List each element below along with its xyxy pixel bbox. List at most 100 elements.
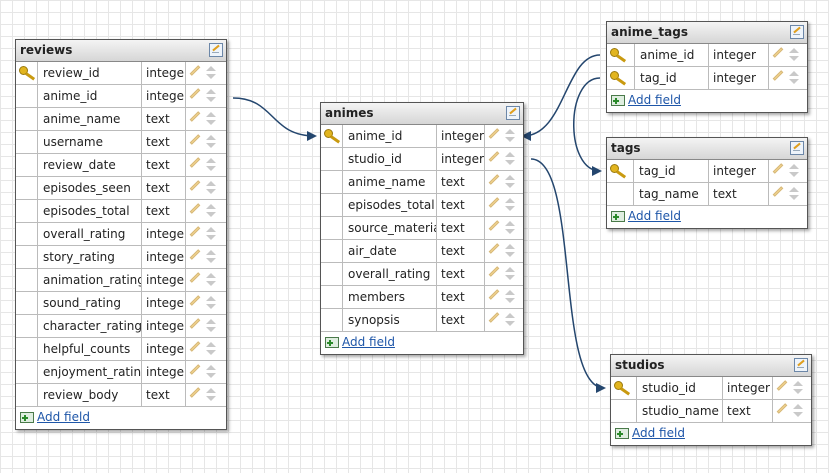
field-name[interactable]: episodes_total	[343, 194, 437, 216]
edit-field-icon[interactable]	[488, 266, 500, 277]
edit-field-icon[interactable]	[772, 70, 784, 81]
edit-field-icon[interactable]	[488, 174, 500, 185]
reorder-icon[interactable]	[206, 388, 216, 402]
edit-table-icon[interactable]	[790, 25, 804, 39]
edit-field-icon[interactable]	[772, 163, 784, 174]
reorder-icon[interactable]	[789, 71, 799, 85]
reorder-icon[interactable]	[505, 267, 515, 281]
edit-field-icon[interactable]	[488, 220, 500, 231]
table-header[interactable]: animes	[321, 103, 523, 125]
edit-field-icon[interactable]	[488, 289, 500, 300]
field-name[interactable]: air_date	[343, 240, 437, 262]
field-name[interactable]: story_rating	[38, 246, 142, 268]
edit-table-icon[interactable]	[794, 358, 808, 372]
field-name[interactable]: synopsis	[343, 309, 437, 331]
field-type[interactable]: text	[142, 131, 186, 153]
field-type[interactable]: integer	[437, 148, 485, 170]
add-field-icon[interactable]	[20, 412, 34, 423]
edit-field-icon[interactable]	[189, 249, 201, 260]
add-field-link[interactable]: Add field	[632, 426, 685, 440]
field-name[interactable]: character_rating	[38, 315, 142, 337]
field-name[interactable]: anime_name	[38, 108, 142, 130]
field-name[interactable]: tag_id	[634, 160, 709, 182]
edit-field-icon[interactable]	[772, 186, 784, 197]
field-type[interactable]: text	[437, 240, 485, 262]
table-header[interactable]: tags	[607, 138, 807, 160]
reorder-icon[interactable]	[793, 404, 803, 418]
edit-field-icon[interactable]	[189, 180, 201, 191]
field-type[interactable]: integer	[709, 160, 769, 182]
edit-field-icon[interactable]	[488, 151, 500, 162]
field-name[interactable]: members	[343, 286, 437, 308]
edit-field-icon[interactable]	[189, 65, 201, 76]
reorder-icon[interactable]	[206, 296, 216, 310]
field-name[interactable]: overall_rating	[343, 263, 437, 285]
field-type[interactable]: integer	[709, 67, 769, 89]
field-name[interactable]: anime_id	[38, 85, 142, 107]
field-type[interactable]: integer	[142, 246, 186, 268]
add-field-icon[interactable]	[325, 337, 339, 348]
field-name[interactable]: review_date	[38, 154, 142, 176]
edit-field-icon[interactable]	[189, 295, 201, 306]
field-type[interactable]: integer	[709, 44, 769, 66]
field-type[interactable]: text	[142, 384, 186, 406]
edit-field-icon[interactable]	[189, 134, 201, 145]
edit-field-icon[interactable]	[189, 111, 201, 122]
field-type[interactable]: text	[437, 217, 485, 239]
field-type[interactable]: integer	[723, 377, 773, 399]
reorder-icon[interactable]	[206, 319, 216, 333]
field-type[interactable]: text	[437, 286, 485, 308]
field-name[interactable]: tag_id	[635, 67, 709, 89]
field-name[interactable]: enjoyment_rating	[38, 361, 142, 383]
edit-table-icon[interactable]	[209, 43, 223, 57]
field-name[interactable]: studio_id	[343, 148, 437, 170]
reorder-icon[interactable]	[206, 204, 216, 218]
edit-field-icon[interactable]	[776, 380, 788, 391]
field-type[interactable]: integer	[437, 125, 485, 147]
field-type[interactable]: text	[437, 263, 485, 285]
edit-field-icon[interactable]	[189, 203, 201, 214]
field-name[interactable]: anime_id	[635, 44, 709, 66]
reorder-icon[interactable]	[505, 221, 515, 235]
reorder-icon[interactable]	[206, 250, 216, 264]
add-field-icon[interactable]	[611, 95, 625, 106]
field-type[interactable]: text	[142, 200, 186, 222]
field-type[interactable]: integer	[142, 292, 186, 314]
reorder-icon[interactable]	[505, 152, 515, 166]
reorder-icon[interactable]	[206, 365, 216, 379]
reorder-icon[interactable]	[505, 290, 515, 304]
field-name[interactable]: helpful_counts	[38, 338, 142, 360]
field-name[interactable]: anime_id	[343, 125, 437, 147]
edit-field-icon[interactable]	[189, 88, 201, 99]
field-type[interactable]: integer	[142, 85, 186, 107]
field-name[interactable]: animation_rating	[38, 269, 142, 291]
field-name[interactable]: overall_rating	[38, 223, 142, 245]
edit-field-icon[interactable]	[488, 197, 500, 208]
field-type[interactable]: text	[142, 154, 186, 176]
field-name[interactable]: source_material	[343, 217, 437, 239]
field-type[interactable]: integer	[142, 62, 186, 84]
edit-field-icon[interactable]	[488, 243, 500, 254]
table-header[interactable]: reviews	[16, 40, 226, 62]
reorder-icon[interactable]	[206, 273, 216, 287]
